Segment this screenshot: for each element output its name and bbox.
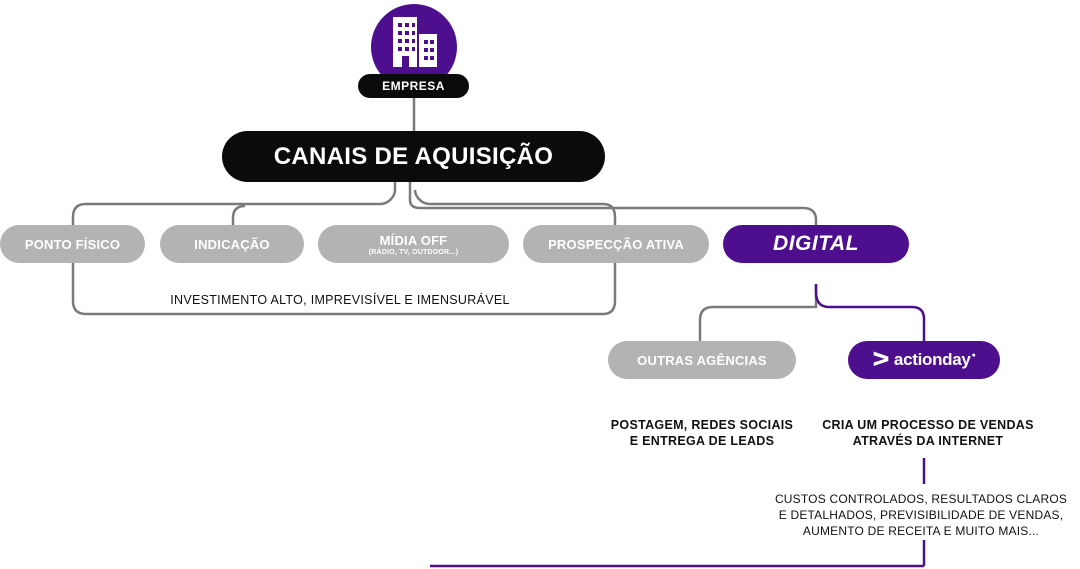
- root-label: CANAIS DE AQUISIÇÃO: [273, 142, 554, 170]
- benefits-text: CUSTOS CONTROLADOS, RESULTADOS CLAROS E …: [762, 491, 1080, 539]
- benefits-line: AUMENTO DE RECEITA E MUITO MAIS...: [802, 524, 1040, 538]
- channel-label: PONTO FÍSICO: [24, 236, 121, 252]
- digital-label: DIGITAL: [773, 232, 859, 255]
- benefits-line: CUSTOS CONTROLADOS, RESULTADOS CLAROS: [774, 492, 1068, 506]
- offline-note-text: INVESTIMENTO ALTO, IMPREVISÍVEL E IMENSU…: [170, 293, 510, 307]
- digital-branch-line: [408, 182, 818, 228]
- channel-label: INDICAÇÃO: [194, 236, 270, 252]
- actionday-logo-mark: ᐳ: [872, 349, 890, 371]
- agencies-desc-line: POSTAGEM, REDES SOCIAIS: [610, 418, 794, 432]
- actionday-branch-line: [814, 284, 926, 343]
- channel-label: PROSPECÇÃO ATIVA: [548, 236, 684, 252]
- offline-bracket-line: [71, 181, 617, 316]
- root-node: CANAIS DE AQUISIÇÃO: [222, 131, 605, 182]
- agencies-node: OUTRAS AGÊNCIAS: [608, 341, 796, 379]
- building-icon: [393, 17, 437, 67]
- actionday-desc-line: ATRAVÉS DA INTERNET: [852, 434, 1004, 448]
- agencies-description: POSTAGEM, REDES SOCIAIS E ENTREGA DE LEA…: [592, 417, 812, 449]
- channel-indicacao: INDICAÇÃO: [160, 225, 304, 263]
- trademark-dot-icon: ●: [971, 351, 976, 359]
- digital-node: DIGITAL: [723, 225, 909, 263]
- purple-connectors: [430, 284, 926, 568]
- channel-midia-off: MÍDIA OFF (RÁDIO, TV, OUTDOOR...): [318, 225, 509, 263]
- grey-connectors: [71, 96, 818, 343]
- channel-prospeccao-ativa: PROSPECÇÃO ATIVA: [523, 225, 709, 263]
- channel-sublabel: (RÁDIO, TV, OUTDOOR...): [368, 248, 459, 256]
- actionday-description: CRIA UM PROCESSO DE VENDAS ATRAVÉS DA IN…: [800, 417, 1056, 449]
- actionday-logo-text: actionday: [893, 350, 971, 369]
- actionday-node: ᐳ actionday ●: [848, 341, 1000, 379]
- agencies-branch-line: [698, 284, 818, 343]
- channel-label: MÍDIA OFF: [379, 232, 448, 248]
- offline-note: INVESTIMENTO ALTO, IMPREVISÍVEL E IMENSU…: [100, 293, 580, 307]
- indicacao-branch-line: [231, 204, 246, 225]
- actionday-desc-line: CRIA UM PROCESSO DE VENDAS: [822, 418, 1034, 432]
- company-label-text: EMPRESA: [382, 79, 445, 93]
- company-label: EMPRESA: [358, 74, 469, 98]
- benefits-line: E DETALHADOS, PREVISIBILIDADE DE VENDAS,: [778, 508, 1064, 522]
- agencies-desc-line: E ENTREGA DE LEADS: [629, 434, 775, 448]
- agencies-label: OUTRAS AGÊNCIAS: [637, 352, 767, 368]
- channel-ponto-fisico: PONTO FÍSICO: [0, 225, 145, 263]
